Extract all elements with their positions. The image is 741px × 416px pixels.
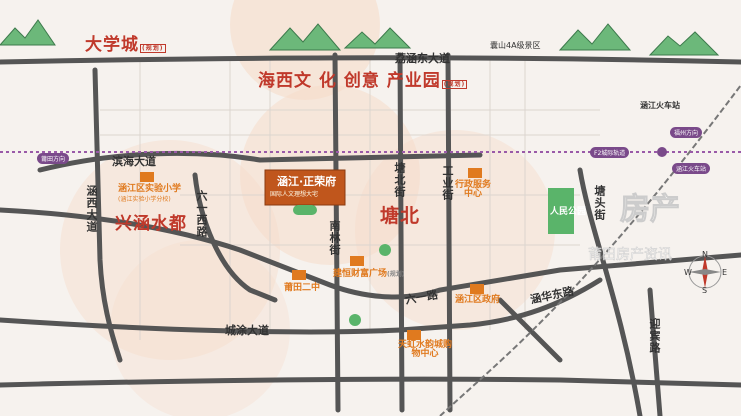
compass-w: W — [684, 268, 692, 277]
road-yingbin: 迎宾路 — [648, 318, 661, 354]
road-binhai: 滨海大道 — [112, 155, 156, 168]
project-name[interactable]: 涵江·正荣府 — [277, 175, 337, 188]
poi-station[interactable]: 涵江火车站 — [640, 101, 680, 110]
people-park-block — [548, 188, 574, 234]
watermark: 房产 — [620, 192, 681, 227]
poi-markers — [140, 168, 484, 340]
project-sub: 国际人文理想大宅 — [270, 191, 319, 198]
compass-icon — [688, 255, 722, 289]
district-xinghan: 兴涵水都 — [115, 214, 187, 234]
road-tangtou: 塘头街 — [593, 185, 606, 221]
park-dot-1 — [379, 244, 391, 256]
compass-s: S — [702, 286, 708, 295]
district-tangbei: 塘北 — [380, 205, 421, 227]
rail-west-tag: 莆田方向 — [37, 153, 70, 164]
station-dot — [657, 147, 667, 157]
district-haixi: 海西文 化 创意 产业园(规划) — [258, 71, 468, 91]
poi-nangshan[interactable]: 囊山4A级景区 — [490, 41, 541, 50]
district-daxuecheng: 大学城(规划) — [85, 35, 166, 55]
compass-n: N — [702, 250, 708, 259]
poi-gov[interactable]: 涵江区政府 — [455, 295, 501, 305]
rail-station-tag: 涵江火车站 — [672, 163, 711, 174]
poi-people-park[interactable]: 人民公园 — [550, 207, 587, 217]
project-block — [264, 169, 346, 206]
compass-e: E — [722, 268, 728, 277]
road-hanxi: 涵西大道 — [85, 185, 98, 233]
road-gongye: 工业街 — [441, 165, 454, 201]
rail-east-tag: 福州方向 — [670, 127, 703, 138]
poi-plaza[interactable]: 建恒财富广场(规划) — [333, 269, 405, 279]
main-roads — [0, 52, 741, 416]
road-liuyi-west: 六一西路 — [195, 190, 208, 238]
poi-school-sub: (涵江实验小学分校) — [118, 196, 171, 203]
road-hanjiang-east: 荔涵东大道 — [395, 52, 450, 65]
park-dot-2 — [349, 314, 361, 326]
road-tangbei: 塘北街 — [393, 162, 406, 198]
road-chengtu: 城涂大道 — [225, 324, 269, 337]
poi-admin-center[interactable]: 行政服务中心 — [455, 180, 492, 199]
poi-shopping[interactable]: 天虹水韵城购物中心 — [397, 340, 452, 359]
project-badge — [293, 205, 317, 215]
watermark-sub: 莆田房产资讯 — [588, 247, 673, 263]
mountain-icons — [0, 19, 720, 56]
road-nanlin: 南林街 — [328, 220, 341, 256]
poi-school[interactable]: 涵江区实验小学 — [118, 184, 182, 194]
poi-middle-school[interactable]: 莆田二中 — [284, 283, 321, 293]
rail-line-label: F2城际轨道 — [590, 147, 630, 158]
